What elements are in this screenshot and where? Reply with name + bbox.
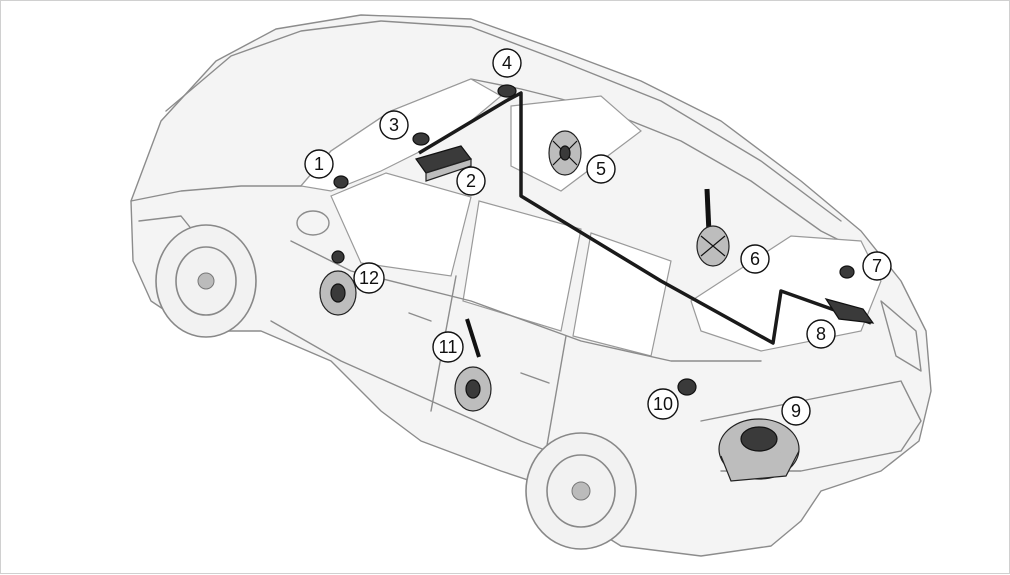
- callout-4: 4: [492, 48, 522, 78]
- rear-side-window: [462, 200, 582, 332]
- component-9-subwoofer: [718, 418, 800, 482]
- svg-text:3: 3: [389, 115, 399, 135]
- svg-text:8: 8: [816, 324, 826, 344]
- svg-text:2: 2: [466, 171, 476, 191]
- svg-text:12: 12: [359, 268, 379, 288]
- callout-10: 10: [647, 388, 679, 420]
- svg-text:1: 1: [314, 154, 324, 174]
- callout-11: 11: [432, 331, 464, 363]
- rear-door-handle: [520, 372, 550, 384]
- component-11-door-speaker: [454, 318, 492, 412]
- svg-text:5: 5: [596, 159, 606, 179]
- svg-text:11: 11: [439, 337, 458, 357]
- callouts: 1 2 3 4 5 6 7 8: [304, 48, 892, 426]
- callout-3: 3: [379, 110, 409, 140]
- callout-9: 9: [781, 396, 811, 426]
- svg-text:9: 9: [791, 401, 801, 421]
- roof-line: [165, 20, 842, 222]
- callout-8: 8: [806, 319, 836, 349]
- taillight: [880, 300, 922, 372]
- component-3-tweeter: [412, 132, 430, 146]
- component-7-tweeter: [839, 265, 855, 279]
- door-line-rear: [545, 335, 567, 452]
- component-6-speaker: [696, 188, 730, 267]
- callout-2: 2: [456, 166, 486, 196]
- side-mirror: [296, 210, 330, 236]
- svg-text:4: 4: [502, 53, 512, 73]
- component-1-tweeter: [333, 175, 349, 189]
- front-side-window: [330, 172, 472, 277]
- front-wheel: [155, 224, 257, 338]
- svg-text:6: 6: [750, 249, 760, 269]
- callout-12: 12: [353, 262, 385, 294]
- front-door-handle: [408, 312, 432, 322]
- component-12-door-speaker: [319, 250, 357, 316]
- component-4-antenna-module: [497, 84, 517, 98]
- hood-line: [130, 185, 302, 202]
- svg-text:7: 7: [872, 256, 882, 276]
- belt-line: [290, 240, 762, 362]
- callout-1: 1: [304, 149, 334, 179]
- callout-6: 6: [740, 244, 770, 274]
- antenna-cable: [418, 91, 872, 345]
- callout-7: 7: [862, 251, 892, 281]
- svg-text:10: 10: [653, 394, 673, 414]
- component-2-amplifier: [415, 145, 473, 182]
- component-8-rear-module: [824, 298, 875, 324]
- component-5-speaker: [548, 130, 582, 176]
- callout-5: 5: [586, 154, 616, 184]
- rear-wheel: [525, 432, 637, 550]
- component-10-tweeter: [677, 378, 697, 396]
